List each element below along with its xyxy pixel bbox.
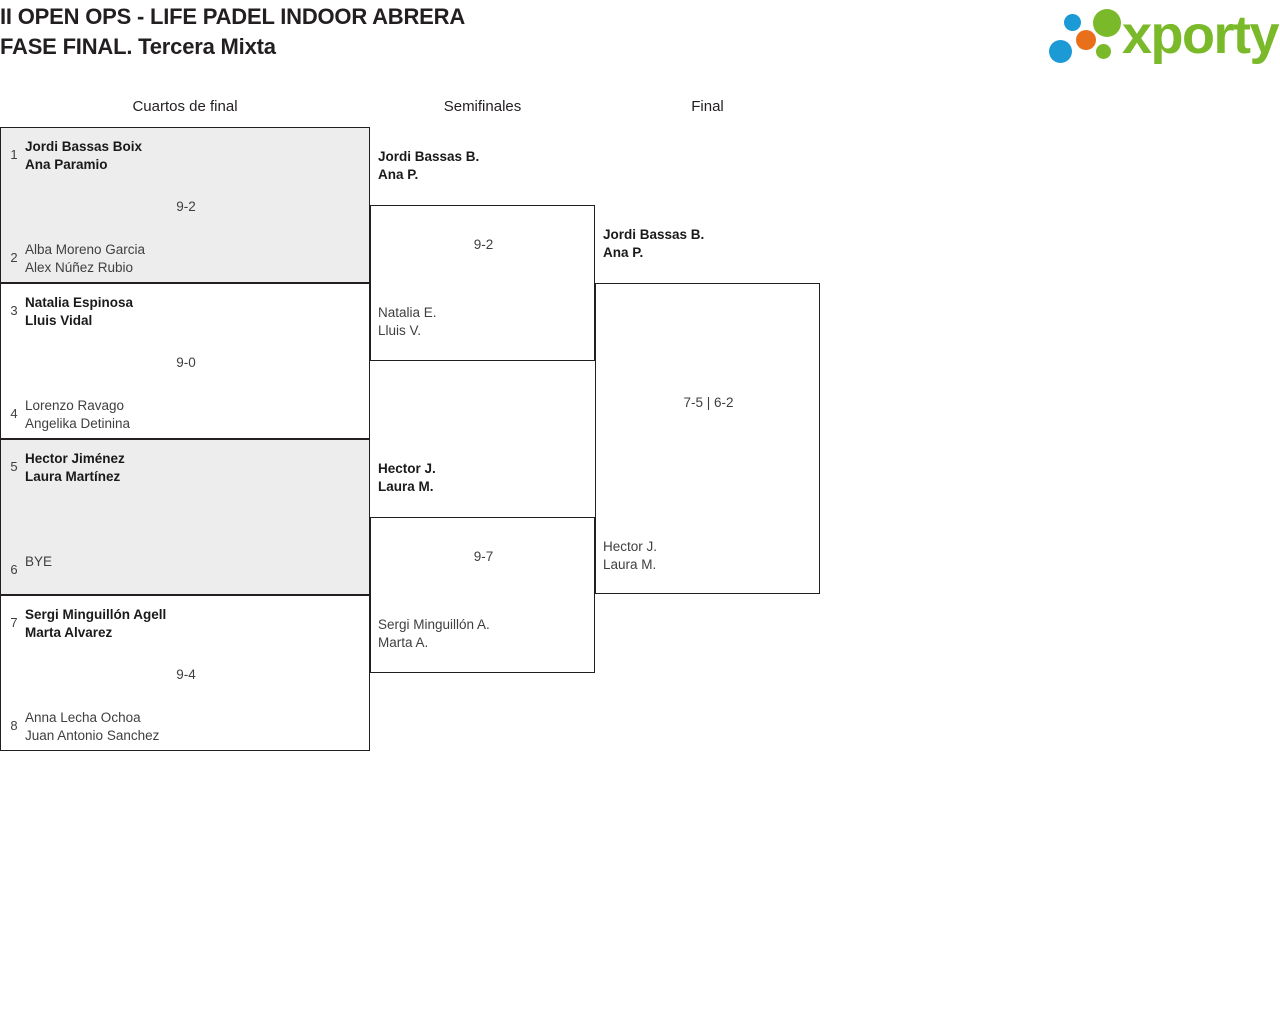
- seed-number: 1: [10, 147, 18, 162]
- semifinal-2-team-top: Hector J. Laura M.: [378, 460, 593, 496]
- player-name: Ana P.: [378, 167, 419, 182]
- team-entry: Hector Jiménez Laura Martínez: [25, 450, 363, 486]
- player-name: Angelika Detinina: [25, 416, 131, 431]
- title-line-1: II OPEN OPS - LIFE PADEL INDOOR ABRERA: [0, 4, 466, 29]
- match-score: 9-4: [176, 667, 196, 682]
- seed-number: 5: [10, 459, 18, 474]
- player-name: Juan Antonio Sanchez: [25, 728, 160, 743]
- xporty-logo: xporty: [1046, 5, 1280, 66]
- player-name: Lluis Vidal: [25, 313, 93, 328]
- player-name: BYE: [25, 554, 53, 569]
- final-team-top: Jordi Bassas B. Ana P.: [603, 226, 818, 262]
- player-name: Hector J.: [378, 461, 436, 476]
- player-name: Alex Núñez Rubio: [25, 260, 134, 275]
- player-name: Marta Alvarez: [25, 625, 113, 640]
- team-entry: Alba Moreno Garcia Alex Núñez Rubio: [25, 241, 363, 277]
- player-name: Lorenzo Ravago: [25, 398, 125, 413]
- player-name: Lluis V.: [378, 323, 422, 338]
- match-final[interactable]: 7-5 | 6-2: [595, 283, 820, 594]
- match-quarterfinal-3[interactable]: 5 Hector Jiménez Laura Martínez 6 BYE: [0, 439, 370, 595]
- round-header-quarterfinals: Cuartos de final: [132, 98, 238, 115]
- team-entry: Sergi Minguillón Agell Marta Alvarez: [25, 606, 363, 642]
- page-title: II OPEN OPS - LIFE PADEL INDOOR ABRERA F…: [0, 2, 900, 62]
- player-name: Sergi Minguillón Agell: [25, 607, 167, 622]
- seed-number: 3: [10, 303, 18, 318]
- final-team-bottom: Hector J. Laura M.: [603, 538, 818, 574]
- player-name: Jordi Bassas B.: [603, 227, 705, 242]
- logo-dot-blue-small-icon: [1064, 14, 1081, 31]
- player-name: Sergi Minguillón A.: [378, 617, 490, 632]
- player-name: Jordi Bassas Boix: [25, 139, 143, 154]
- team-entry: Lorenzo Ravago Angelika Detinina: [25, 397, 363, 433]
- player-name: Ana P.: [603, 245, 644, 260]
- match-score: 9-2: [473, 237, 494, 252]
- semifinal-2-team-bottom: Sergi Minguillón A. Marta A.: [378, 616, 593, 652]
- team-entry-bye: BYE: [25, 553, 363, 571]
- title-line-2: FASE FINAL. Tercera Mixta: [0, 34, 276, 59]
- match-semifinal-2[interactable]: 9-7: [370, 517, 595, 673]
- seed-number: 4: [10, 406, 18, 421]
- player-name: Alba Moreno Garcia: [25, 242, 146, 257]
- semifinal-1-team-top: Jordi Bassas B. Ana P.: [378, 148, 593, 184]
- match-score: 9-0: [176, 355, 196, 370]
- match-score: 7-5 | 6-2: [683, 395, 734, 410]
- player-name: Anna Lecha Ochoa: [25, 710, 141, 725]
- logo-dot-blue-large-icon: [1049, 40, 1072, 63]
- player-name: Natalia Espinosa: [25, 295, 134, 310]
- round-header-semifinals: Semifinales: [443, 98, 522, 115]
- seed-number: 6: [10, 562, 18, 577]
- match-quarterfinal-4[interactable]: 7 Sergi Minguillón Agell Marta Alvarez 9…: [0, 595, 370, 751]
- match-quarterfinal-2[interactable]: 3 Natalia Espinosa Lluis Vidal 9-0 4 Lor…: [0, 283, 370, 439]
- team-entry: Anna Lecha Ochoa Juan Antonio Sanchez: [25, 709, 363, 745]
- seed-number: 8: [10, 718, 18, 733]
- semifinal-1-team-bottom: Natalia E. Lluis V.: [378, 304, 593, 340]
- seed-number: 7: [10, 615, 18, 630]
- player-name: Laura M.: [603, 557, 657, 572]
- player-name: Jordi Bassas B.: [378, 149, 480, 164]
- logo-dot-green-large-icon: [1093, 9, 1121, 37]
- match-quarterfinal-1[interactable]: 1 Jordi Bassas Boix Ana Paramio 9-2 2 Al…: [0, 127, 370, 283]
- player-name: Hector Jiménez: [25, 451, 125, 466]
- logo-dot-green-small-icon: [1096, 44, 1111, 59]
- player-name: Natalia E.: [378, 305, 437, 320]
- player-name: Marta A.: [378, 635, 429, 650]
- logo-dot-orange-icon: [1076, 30, 1096, 50]
- seed-number: 2: [10, 250, 18, 265]
- player-name: Ana Paramio: [25, 157, 108, 172]
- match-score: 9-7: [473, 549, 494, 564]
- team-entry: Jordi Bassas Boix Ana Paramio: [25, 138, 363, 174]
- logo-wordmark: xporty: [1122, 5, 1280, 65]
- player-name: Laura M.: [378, 479, 434, 494]
- player-name: Laura Martínez: [25, 469, 121, 484]
- player-name: Hector J.: [603, 539, 658, 554]
- team-entry: Natalia Espinosa Lluis Vidal: [25, 294, 363, 330]
- match-score: 9-2: [176, 199, 196, 214]
- match-semifinal-1[interactable]: 9-2: [370, 205, 595, 361]
- round-header-final: Final: [691, 98, 724, 115]
